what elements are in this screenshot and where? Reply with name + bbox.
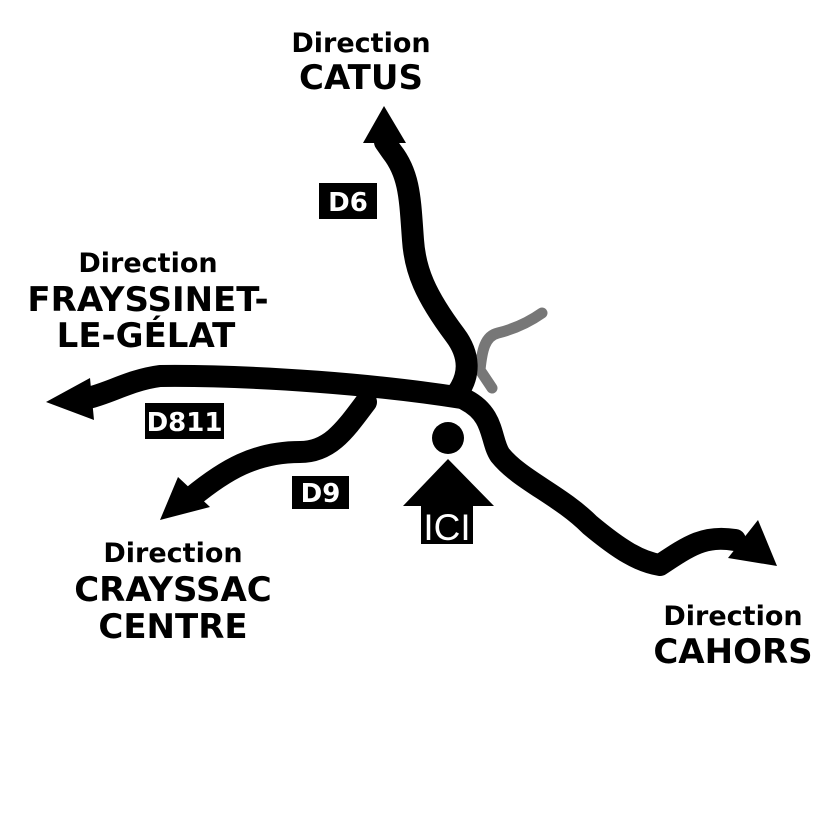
destination-southwest: Direction CRAYSSAC CENTRE xyxy=(74,538,272,647)
destination-name: CAHORS xyxy=(653,632,812,672)
road-north xyxy=(374,131,478,403)
location-dot-icon xyxy=(432,422,464,454)
road-number-d6: D6 xyxy=(328,188,368,218)
you-are-here-marker: ICI xyxy=(403,459,494,548)
road-number-d811: D811 xyxy=(147,408,223,438)
road-badge-d6: D6 xyxy=(319,183,377,219)
destination-prefix: Direction xyxy=(78,248,217,279)
arrow-west-icon xyxy=(46,378,94,420)
arrow-southwest-icon xyxy=(160,477,210,520)
destination-west: Direction FRAYSSINET- LE-GÉLAT xyxy=(27,248,268,356)
road-southeast xyxy=(455,389,746,576)
destination-north: Direction CATUS xyxy=(291,28,430,98)
destination-name-line-2: CENTRE xyxy=(98,607,247,647)
road-badge-background xyxy=(292,476,349,509)
arrow-north-icon xyxy=(363,106,406,143)
destination-name: CATUS xyxy=(299,58,423,98)
you-are-here-label: ICI xyxy=(423,507,470,548)
road-southwest xyxy=(181,391,377,508)
arrow-southeast-icon xyxy=(728,520,777,566)
destination-prefix: Direction xyxy=(103,538,242,569)
destination-name-line-1: CRAYSSAC xyxy=(74,570,272,610)
minor-road xyxy=(474,307,548,394)
destination-prefix: Direction xyxy=(663,601,802,632)
road-number-d9: D9 xyxy=(301,479,341,509)
road-badge-background xyxy=(145,403,224,439)
destination-name-line-2: LE-GÉLAT xyxy=(57,315,236,356)
road-west xyxy=(77,364,473,409)
road-badge-d811: D811 xyxy=(145,403,224,439)
destination-name-line-1: FRAYSSINET- xyxy=(27,280,268,320)
arrow-up-icon xyxy=(403,459,494,544)
destination-southeast: Direction CAHORS xyxy=(653,601,812,672)
road-badge-background xyxy=(319,183,377,219)
destination-prefix: Direction xyxy=(291,28,430,59)
road-badge-d9: D9 xyxy=(292,476,349,509)
